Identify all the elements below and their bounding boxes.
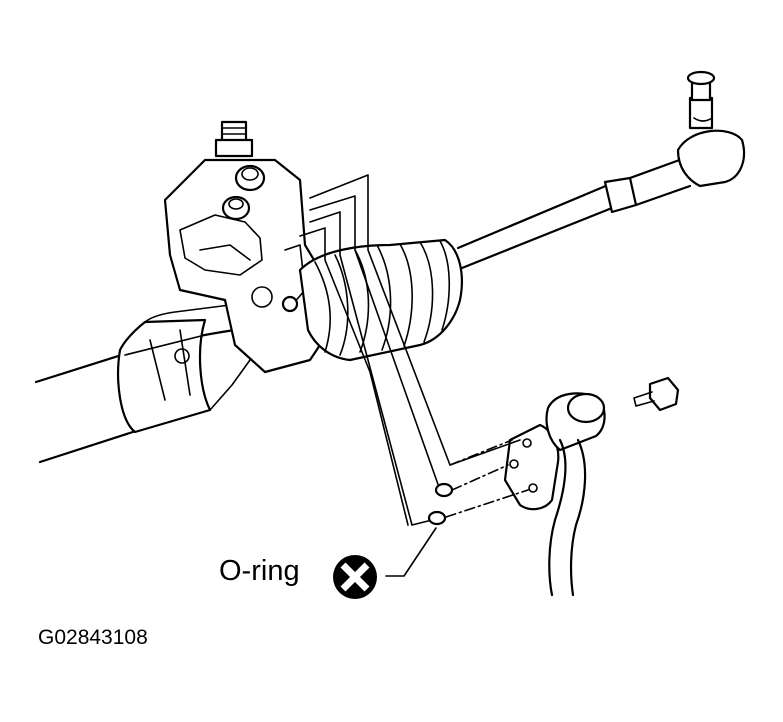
o-ring-lower (427, 510, 447, 526)
o-ring-label: O-ring (219, 555, 300, 587)
o-ring-upper (434, 482, 454, 498)
port-guide-lines (299, 174, 529, 526)
figure-code: G02843108 (38, 626, 148, 649)
tie-rod-end (676, 70, 746, 188)
pressure-tube-fitting (503, 392, 606, 597)
rack-boot (298, 238, 463, 362)
tie-rod (456, 156, 692, 270)
o-ring-leader-line (385, 527, 437, 577)
bolt (633, 376, 680, 412)
x-in-circle-icon (333, 555, 377, 599)
gear-housing (163, 120, 332, 374)
